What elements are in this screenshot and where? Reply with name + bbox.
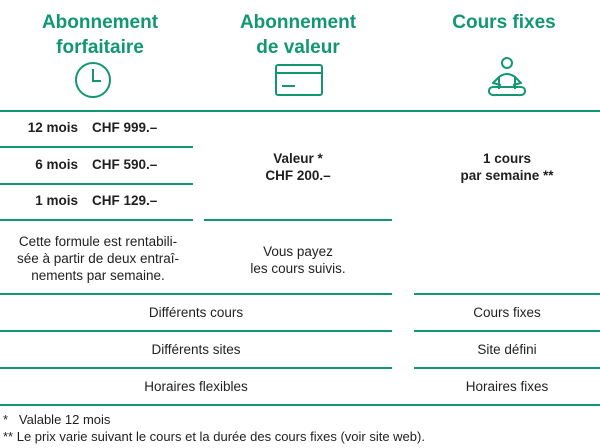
feature-right-1: Cours fixes [473,305,541,320]
forfait-note-line2: sée à partir de deux entraî- [16,251,180,266]
price-rule-2 [0,183,193,185]
fixes-title: Cours fixes [408,10,600,35]
meditation-icon [487,57,527,97]
forfait-title: Abonnement forfaitaire [0,10,200,60]
price-rule-3 [0,219,193,221]
feature-rule-2-right [414,367,600,369]
valeur-title-line1: Abonnement [239,12,357,33]
card-icon [275,64,323,96]
header-rule [0,110,600,112]
valeur-note-line1: Vous payez [263,244,333,259]
valeur-amount-block: Valeur * CHF 200.– [204,150,392,184]
forfait-title-line1: Abonnement [41,12,159,33]
valeur-rule [204,219,392,221]
price-amount: CHF 129.– [92,193,158,208]
fixes-frequency-block: 1 cours par semaine ** [414,150,600,184]
price-months: 12 mois [27,120,78,135]
price-months: 1 mois [35,193,78,208]
price-amount: CHF 590.– [92,157,158,172]
price-rule-1 [0,146,193,148]
price-months: 6 mois [35,157,78,172]
valeur-title-line2: de valeur [256,37,340,58]
price-row-6: 6 mois CHF 590.– [0,157,190,177]
features-rule-right [414,293,600,295]
feature-rule-2-left [0,367,392,369]
price-amount: CHF 999.– [92,120,158,135]
forfait-note-line1: Cette formule est rentabili- [18,234,178,249]
feature-rule-1-left [0,330,392,332]
feature-right-3: Horaires fixes [465,379,549,394]
price-row-1: 1 mois CHF 129.– [0,193,190,213]
price-row-12: 12 mois CHF 999.– [0,120,190,140]
feature-left-1: Différents cours [148,305,244,320]
clock-icon [75,62,111,98]
valeur-note: Vous payez les cours suivis. [204,243,392,277]
footnote-2: ** Le prix varie suivant le cours et la … [3,429,425,444]
bottom-rule [0,404,600,406]
feature-left-3: Horaires flexibles [144,379,248,394]
forfait-note-line3: nements par semaine. [31,268,165,283]
valeur-amount: CHF 200.– [265,168,331,183]
valeur-title: Abonnement de valeur [198,10,398,60]
feature-left-2: Différents sites [151,342,241,357]
features-rule-left [0,293,392,295]
fixes-period: par semaine ** [460,168,554,183]
forfait-note: Cette formule est rentabili- sée à parti… [0,233,196,284]
fixes-count: 1 cours [482,151,532,166]
feature-right-2: Site défini [477,342,537,357]
valeur-note-line2: les cours suivis. [250,261,346,276]
fixes-title-line1: Cours fixes [452,12,556,33]
valeur-label: Valeur * [273,151,323,166]
forfait-title-line2: forfaitaire [56,37,144,58]
feature-rule-1-right [414,330,600,332]
footnote-1: * Valable 12 mois [3,412,111,427]
